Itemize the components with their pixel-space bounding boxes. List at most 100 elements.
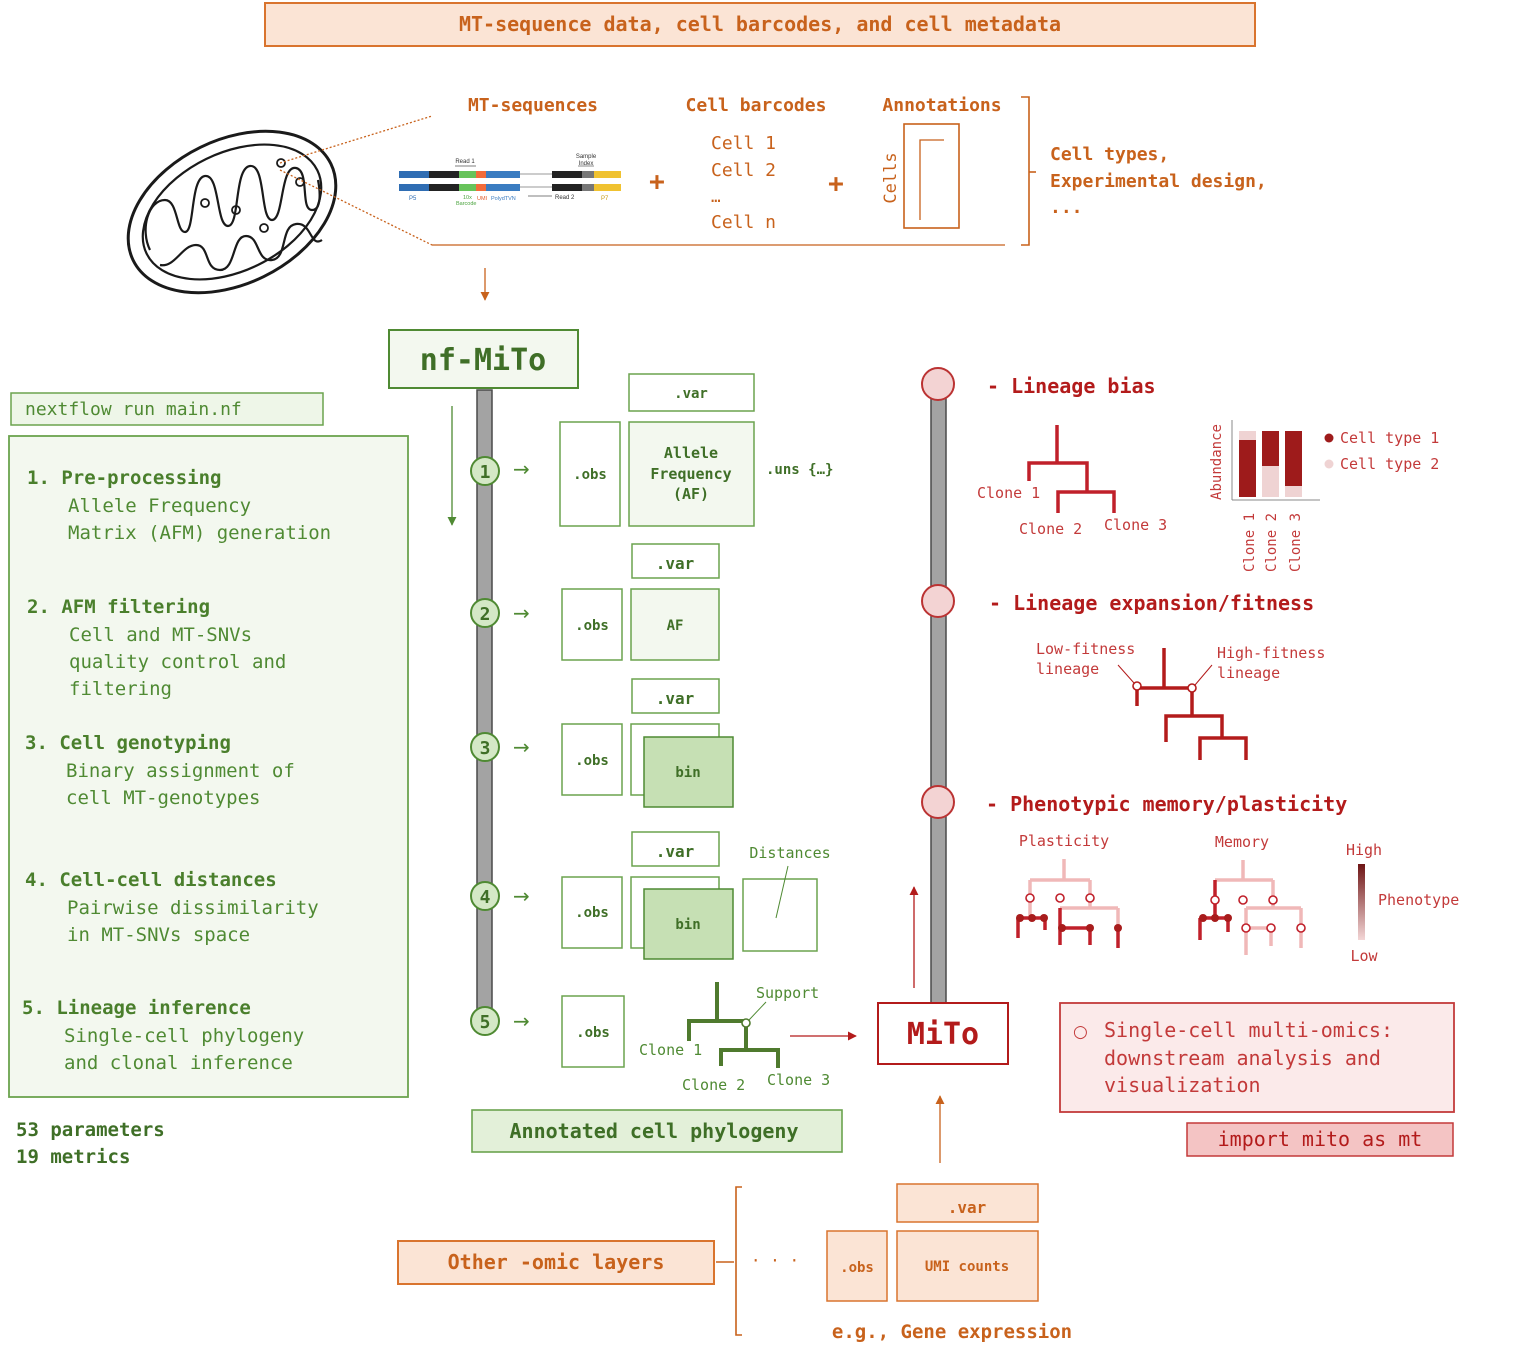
phenotype-high-label: High xyxy=(1346,841,1382,859)
svg-text:.var: .var xyxy=(656,554,695,573)
abundance-axis-label: Abundance xyxy=(1209,424,1225,500)
steps-panel xyxy=(8,435,409,1098)
step-3-desc-1: Binary assignment of xyxy=(66,760,295,782)
phenotype-label: Phenotype xyxy=(1378,891,1459,909)
other-omics-bracket xyxy=(735,1186,742,1336)
step-1-desc-2: Matrix (AFM) generation xyxy=(68,522,331,544)
description-bullet-icon: ○ xyxy=(1073,1022,1088,1042)
bias-clone-2-label: Clone 2 xyxy=(1019,520,1082,538)
input-data-section: MT-sequence data, cell barcodes, and cel… xyxy=(126,2,1267,301)
feature-node-2 xyxy=(921,584,955,618)
nf-mito-title-box xyxy=(388,329,579,389)
mito-description-3: visualization xyxy=(1104,1073,1261,1097)
step-4-title: 4. Cell-cell distances xyxy=(25,869,277,891)
mito-title-box xyxy=(877,1002,1009,1065)
svg-text:Allele: Allele xyxy=(664,444,718,462)
other-var-label: .var xyxy=(948,1198,987,1217)
step-2-desc-1: Cell and MT-SNVs xyxy=(69,624,252,646)
zoom-line-bottom xyxy=(279,169,433,246)
svg-text:.var: .var xyxy=(674,386,708,402)
index-label: Index xyxy=(579,161,594,167)
step-2-arrow: → xyxy=(513,601,530,625)
svg-text:2: 2 xyxy=(480,604,491,625)
feature-lineage-bias: - Lineage bias xyxy=(987,374,1156,398)
parameters-count: 53 parameters xyxy=(16,1119,165,1141)
svg-text:.obs: .obs xyxy=(575,905,609,921)
abundance-bar-segment xyxy=(1262,466,1279,497)
afm-step-1: .var .obs Allele Frequency (AF) .uns {…} xyxy=(559,373,833,527)
annotation-note-2: Experimental design, xyxy=(1050,171,1267,192)
annotation-note-1: Cell types, xyxy=(1050,144,1169,165)
fitness-tree xyxy=(1135,648,1248,760)
cell-ellipsis-label: … xyxy=(711,187,721,206)
step-1-arrow: → xyxy=(513,457,530,481)
svg-text:.obs: .obs xyxy=(575,753,609,769)
svg-text:.obs: .obs xyxy=(576,1025,610,1041)
feature-phenotypic-memory: - Phenotypic memory/plasticity xyxy=(986,792,1347,816)
step-5-desc-2: and clonal inference xyxy=(64,1052,293,1074)
step-node-4: 4 xyxy=(470,881,500,911)
cell-2-label: Cell 2 xyxy=(711,160,776,181)
other-omics-section: Other -omic layers · · · .var .obs UMI c… xyxy=(397,1183,1072,1343)
svg-text:5: 5 xyxy=(480,1012,491,1033)
nextflow-command: nextflow run main.nf xyxy=(25,399,242,420)
tree-clone-2-label: Clone 2 xyxy=(682,1076,745,1094)
legend-swatch-1 xyxy=(1324,433,1334,443)
svg-text:AF: AF xyxy=(667,618,684,634)
high-fitness-label-1: High-fitness xyxy=(1217,644,1325,662)
legend-swatch-2 xyxy=(1324,459,1334,469)
support-label: Support xyxy=(756,984,819,1002)
plus-sign-1: + xyxy=(649,167,665,197)
read1-label: Read 1 xyxy=(455,159,475,165)
mito-description-1: Single-cell multi-omics: xyxy=(1104,1018,1393,1042)
low-fitness-label-2: lineage xyxy=(1036,660,1099,678)
step-5-title: 5. Lineage inference xyxy=(22,997,251,1019)
mt-sequences-heading: MT-sequences xyxy=(468,95,598,116)
step-node-5: 5 xyxy=(470,1006,500,1036)
step-node-3: 3 xyxy=(470,732,500,762)
feature-node-3 xyxy=(921,785,955,819)
bias-clone-3-label: Clone 3 xyxy=(1104,516,1167,534)
cell-n-label: Cell n xyxy=(711,212,776,233)
svg-text:.obs: .obs xyxy=(573,467,607,483)
mito-description-box xyxy=(1059,1002,1455,1113)
cells-axis-label: Cells xyxy=(881,152,901,203)
nextflow-command-box xyxy=(10,392,324,426)
import-command: import mito as mt xyxy=(1218,1127,1423,1151)
svg-text:bin: bin xyxy=(675,765,700,781)
cell-1-label: Cell 1 xyxy=(711,133,776,154)
feature-lineage-fitness: - Lineage expansion/fitness xyxy=(989,591,1314,615)
metrics-count: 19 metrics xyxy=(16,1146,130,1168)
annotated-phylogeny-box xyxy=(471,1109,843,1153)
step-4-desc-1: Pairwise dissimilarity xyxy=(67,897,319,919)
barcode-label: Barcode xyxy=(456,201,477,207)
svg-text:.obs: .obs xyxy=(575,618,609,634)
high-fitness-label-2: lineage xyxy=(1217,664,1280,682)
abundance-bar-segment xyxy=(1285,431,1302,486)
step-3-arrow: → xyxy=(513,735,530,759)
svg-text:.uns {…}: .uns {…} xyxy=(766,462,833,478)
step-3-desc-2: cell MT-genotypes xyxy=(66,787,260,809)
abundance-x-3: Clone 3 xyxy=(1288,513,1304,572)
umi-counts-label: UMI counts xyxy=(925,1259,1009,1275)
step-4-arrow: → xyxy=(513,884,530,908)
mito-title: MiTo xyxy=(907,1017,979,1052)
bias-clone-1-label: Clone 1 xyxy=(977,484,1040,502)
other-obs-label: .obs xyxy=(840,1260,874,1276)
abundance-bar-segment xyxy=(1239,431,1256,440)
abundance-x-1: Clone 1 xyxy=(1242,513,1258,572)
afm-step-5: .obs Support Clone 1 Clone 2 Clone 3 xyxy=(561,982,830,1094)
mito-description-2: downstream analysis and xyxy=(1104,1046,1381,1070)
abundance-bar-segment xyxy=(1285,486,1302,497)
cell-barcodes-heading: Cell barcodes xyxy=(686,95,827,116)
nf-mito-title: nf-MiTo xyxy=(420,343,546,378)
annotation-note-3: ... xyxy=(1050,197,1083,218)
svg-text:bin: bin xyxy=(675,917,700,933)
distances-label: Distances xyxy=(749,844,830,862)
step-2-title: 2. AFM filtering xyxy=(27,596,210,618)
svg-text:3: 3 xyxy=(480,738,491,759)
sample-label: Sample xyxy=(576,154,597,160)
umi-label: UMI xyxy=(477,196,488,202)
annotations-bracket xyxy=(1021,96,1030,246)
annotated-phylogeny-label: Annotated cell phylogeny xyxy=(510,1119,799,1143)
